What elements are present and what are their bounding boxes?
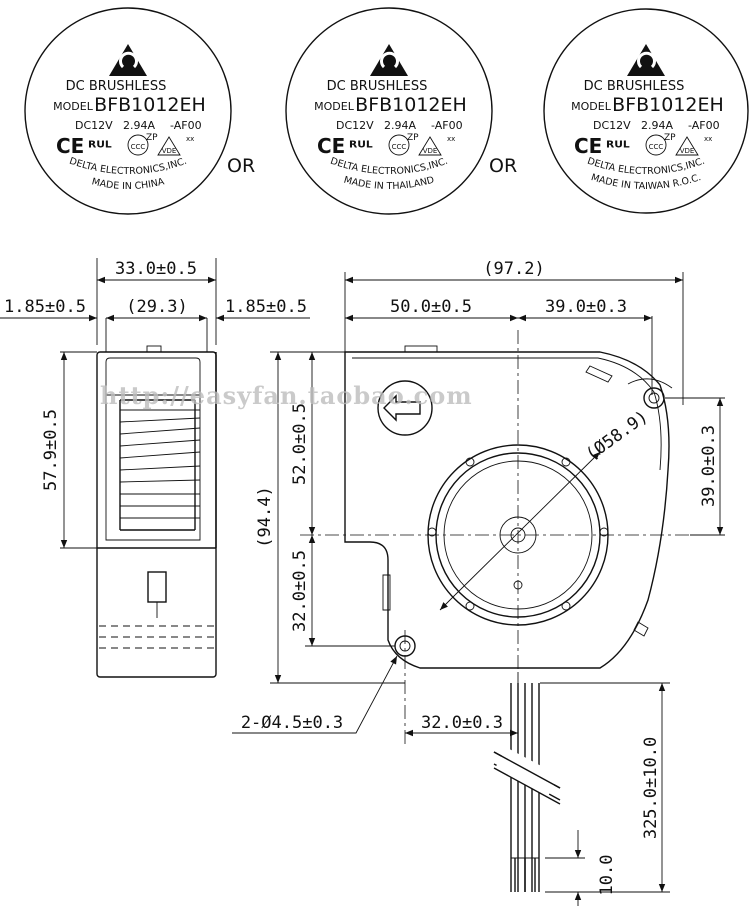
dim-front-overall-width: (97.2) — [483, 259, 544, 279]
dim-impeller-diameter: (Ø58.9) — [582, 407, 652, 465]
svg-text:MADE IN CHINA: MADE IN CHINA — [91, 176, 166, 192]
xx-mark: xx — [704, 135, 712, 143]
label-rating-v: DC12V — [336, 119, 374, 132]
label-rating-code: -AF00 — [431, 119, 463, 132]
label-rating-v: DC12V — [593, 119, 631, 132]
label-rating-v: DC12V — [75, 119, 113, 132]
lead-wires — [493, 683, 561, 892]
dim-lead-length: 325.0±10.0 — [641, 737, 661, 839]
ul-mark: ᴿᵁᴸ — [349, 138, 373, 158]
dim-side-width: 33.0±0.5 — [115, 259, 197, 279]
label-rating-code: -AF00 — [688, 119, 720, 132]
watermark-text: http://easyfan.taobao.com — [100, 381, 473, 410]
label-rating-code: -AF00 — [170, 119, 202, 132]
label-model: BFB1012EH — [355, 94, 467, 116]
label-model-prefix: MODEL — [53, 100, 94, 113]
dim-front-lower-height: 32.0±0.5 — [290, 550, 310, 632]
label-rating-a: 2.94A — [384, 119, 416, 132]
label-line1: DC BRUSHLESS — [327, 79, 428, 94]
zp-mark: ZP — [146, 133, 158, 143]
ul-mark: ᴿᵁᴸ — [88, 138, 112, 158]
svg-text:DELTA ELECTRONICS,INC.: DELTA ELECTRONICS,INC. — [586, 156, 706, 177]
ul-mark: ᴿᵁᴸ — [606, 138, 630, 158]
label-maker: DELTA ELECTRONICS,INC. — [68, 156, 188, 177]
vde-mark: VDE — [423, 147, 438, 155]
label-origin: MADE IN THAILAND — [343, 175, 436, 192]
label-rating-a: 2.94A — [123, 119, 155, 132]
label-maker: DELTA ELECTRONICS,INC. — [329, 156, 449, 177]
label-disc-1: DC BRUSHLESS MODEL BFB1012EH DC12V 2.94A… — [24, 7, 232, 215]
ce-mark: CE — [317, 134, 345, 158]
dim-front-right-height: 39.0±0.3 — [699, 425, 719, 507]
label-model-prefix: MODEL — [314, 100, 355, 113]
xx-mark: xx — [447, 135, 455, 143]
dim-hole-spacing: 32.0±0.3 — [421, 713, 503, 733]
label-rating-a: 2.94A — [641, 119, 673, 132]
label-disc-3: DC BRUSHLESS MODEL BFB1012EH DC12V 2.94A… — [543, 8, 749, 214]
or-text-2: OR — [489, 155, 517, 177]
front-view: (97.2) 50.0±0.5 39.0±0.3 — [232, 259, 725, 906]
dim-front-width-right: 39.0±0.3 — [545, 297, 627, 317]
dim-front-overall-height: (94.4) — [255, 486, 275, 547]
zp-mark: ZP — [664, 133, 676, 143]
label-model: BFB1012EH — [612, 94, 724, 116]
ccc-mark: CCC — [649, 143, 664, 151]
dim-mount-holes: 2-Ø4.5±0.3 — [241, 713, 343, 733]
svg-text:DELTA ELECTRONICS,INC.: DELTA ELECTRONICS,INC. — [329, 156, 449, 177]
label-line1: DC BRUSHLESS — [584, 79, 685, 94]
dim-side-right-offset: 1.85±0.5 — [225, 297, 307, 317]
or-text-1: OR — [227, 155, 255, 177]
dim-strip-length: 10.0 — [597, 855, 617, 896]
zp-mark: ZP — [407, 133, 419, 143]
ce-mark: CE — [56, 134, 84, 158]
svg-text:MADE IN THAILAND: MADE IN THAILAND — [343, 175, 436, 192]
vde-mark: VDE — [680, 147, 695, 155]
dim-side-inner: (29.3) — [126, 297, 187, 317]
label-disc-2: DC BRUSHLESS MODEL BFB1012EH DC12V 2.94A… — [285, 7, 493, 215]
dim-side-height: 57.9±0.5 — [41, 409, 61, 491]
label-line1: DC BRUSHLESS — [66, 79, 167, 94]
label-maker: DELTA ELECTRONICS,INC. — [586, 156, 706, 177]
label-origin: MADE IN CHINA — [91, 176, 166, 192]
svg-text:DELTA ELECTRONICS,INC.: DELTA ELECTRONICS,INC. — [68, 156, 188, 177]
label-model: BFB1012EH — [94, 94, 206, 116]
side-view: 33.0±0.5 (29.3) 1.85±0.5 1.85±0.5 — [0, 258, 310, 678]
vde-mark: VDE — [162, 147, 177, 155]
label-model-prefix: MODEL — [571, 100, 612, 113]
ccc-mark: CCC — [131, 143, 146, 151]
dim-side-left-offset: 1.85±0.5 — [4, 297, 86, 317]
dim-front-width-left: 50.0±0.5 — [390, 297, 472, 317]
dim-front-upper-height: 52.0±0.5 — [290, 403, 310, 485]
ce-mark: CE — [574, 134, 602, 158]
ccc-mark: CCC — [392, 143, 407, 151]
xx-mark: xx — [186, 135, 194, 143]
